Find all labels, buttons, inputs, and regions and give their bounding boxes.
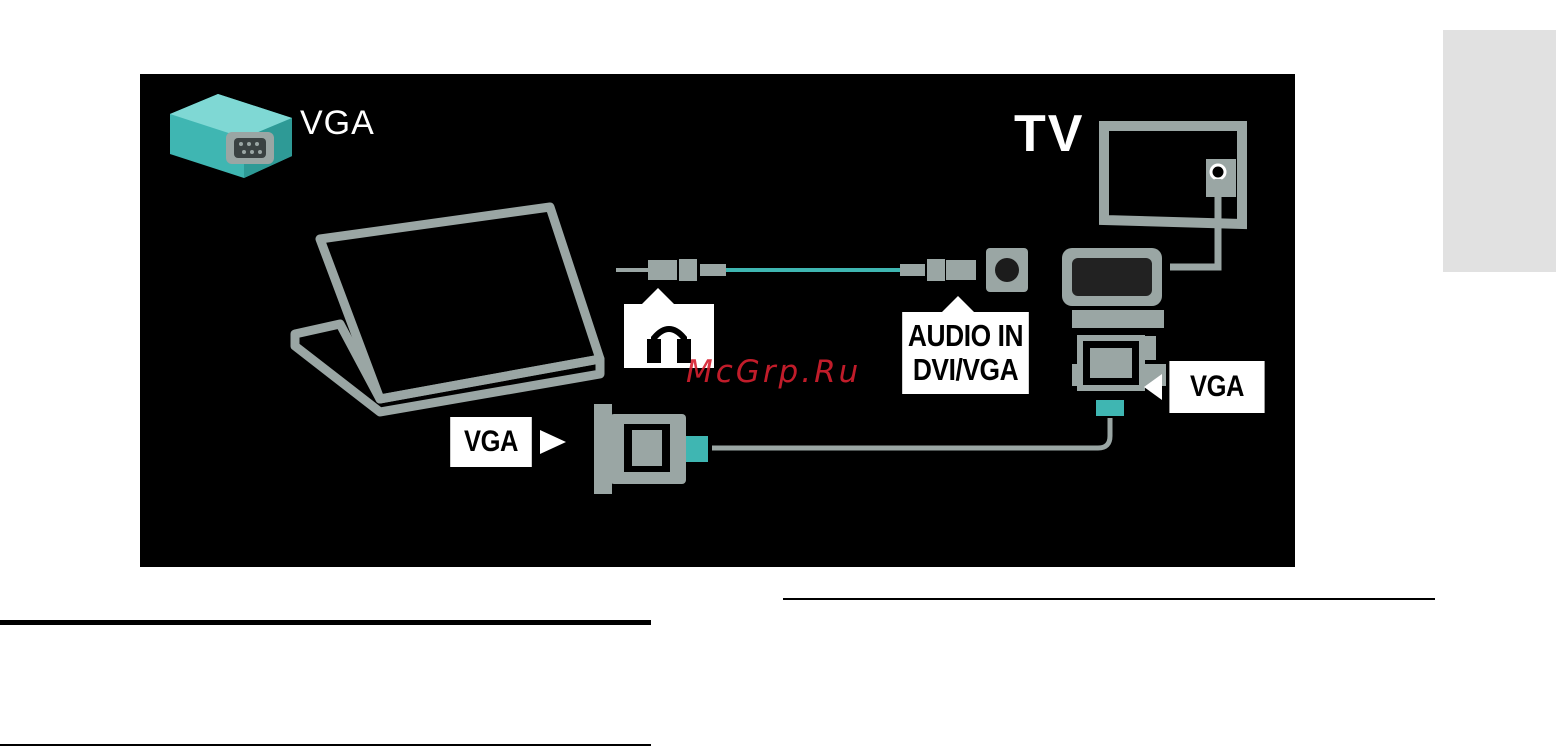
audio-jack-icon <box>616 248 1028 292</box>
audio-in-line1: AUDIO IN <box>908 319 1023 353</box>
side-tab <box>1443 30 1556 272</box>
vga-label-tv-side: VGA <box>1169 361 1264 413</box>
diagram-graphics <box>140 74 1295 567</box>
watermark: McGrp.Ru <box>686 354 861 390</box>
tv-title: TV <box>1014 104 1084 164</box>
rule-top-right <box>783 598 1435 600</box>
vga-title: VGA <box>300 104 375 143</box>
vga-label-computer-side: VGA <box>450 417 532 467</box>
rule-left-thick <box>0 620 651 625</box>
connection-diagram: VGA TV AUDIO IN DVI/VGA VGA VGA <box>140 74 1295 567</box>
vga-cable <box>594 404 1110 494</box>
audio-in-label: AUDIO IN DVI/VGA <box>902 312 1029 394</box>
audio-in-line2: DVI/VGA <box>913 353 1018 387</box>
vga-connector-icon <box>170 94 292 178</box>
rule-left-bottom <box>0 744 651 746</box>
tv-icon <box>1104 126 1242 267</box>
laptop-icon <box>295 207 600 412</box>
